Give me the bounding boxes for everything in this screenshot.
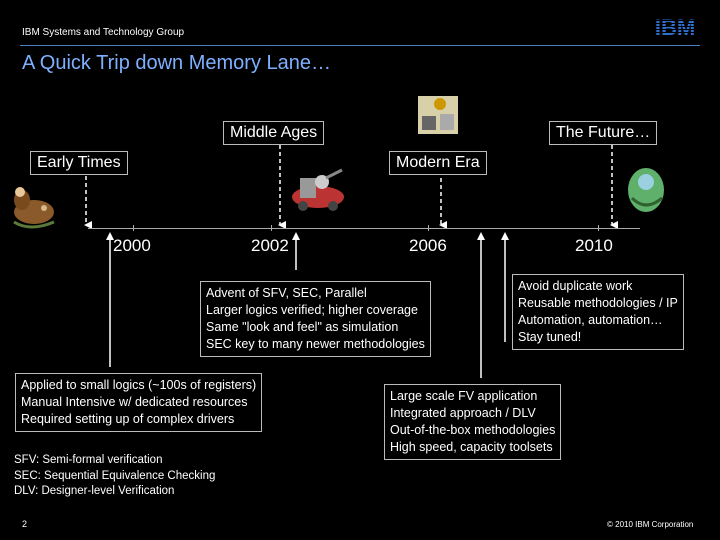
header-rule [20, 45, 700, 46]
page-number: 2 [22, 519, 28, 529]
box-line: Integrated approach / DLV [390, 406, 536, 420]
legend-line: SFV: Semi-formal verification [14, 454, 163, 466]
box-line: Reusable methodologies / IP [518, 296, 678, 310]
box-line: Automation, automation… [518, 313, 663, 327]
ibm-logo: IBM [651, 15, 699, 39]
year-label-2006: 2006 [409, 236, 447, 255]
year-label-2000: 2000 [113, 236, 151, 255]
page-title: A Quick Trip down Memory Lane… [22, 52, 332, 74]
box-line: SEC key to many newer methodologies [206, 337, 425, 351]
era-label-modern-era: Modern Era [389, 151, 487, 175]
box-line: Larger logics verified; higher coverage [206, 303, 418, 317]
future-clipart [628, 168, 664, 212]
timeline-tick [271, 225, 272, 231]
era-label-early-times: Early Times [30, 151, 128, 175]
era-label-middle-ages: Middle Ages [223, 121, 325, 145]
box-line: Same "look and feel" as simulation [206, 320, 399, 334]
timeline-axis [88, 228, 640, 229]
timeline-tick [598, 225, 599, 231]
box-line: Applied to small logics (~100s of regist… [21, 378, 257, 392]
box-line: High speed, capacity toolsets [390, 440, 553, 454]
knight-clipart [292, 168, 344, 211]
year-label-2002: 2002 [251, 236, 289, 255]
timeline-tick [133, 225, 134, 231]
timeline-tick [428, 225, 429, 231]
box-line: Advent of SFV, SEC, Parallel [206, 286, 367, 300]
box-line: Large scale FV application [390, 389, 538, 403]
box-line: Avoid duplicate work [518, 279, 633, 293]
box-line: Manual Intensive w/ dedicated resources [21, 395, 248, 409]
legend-line: DLV: Designer-level Verification [14, 485, 175, 497]
office-worker-clipart [418, 96, 458, 134]
ibm-logo-graphic: IBM [651, 15, 699, 39]
copyright: © 2010 IBM Corporation [607, 520, 694, 529]
year-label-2010: 2010 [575, 236, 613, 255]
sfv-sec-box: Advent of SFV, SEC, Parallel Larger logi… [200, 281, 431, 357]
group-name: IBM Systems and Technology Group [22, 27, 185, 38]
legend-line: SEC: Sequential Equivalence Checking [14, 469, 216, 482]
early-box: Applied to small logics (~100s of regist… [15, 373, 263, 432]
box-line: Required setting up of complex drivers [21, 412, 235, 426]
box-line: Stay tuned! [518, 330, 582, 344]
future-box: Avoid duplicate work Reusable methodolog… [512, 274, 684, 350]
era-label-the-future: The Future… [549, 121, 658, 145]
box-line: Out-of-the-box methodologies [390, 423, 556, 437]
acronym-legend: SFV: Semi-formal verification SEC: Seque… [14, 453, 215, 500]
modern-box: Large scale FV application Integrated ap… [384, 384, 562, 460]
dinosaur-clipart [13, 187, 55, 229]
